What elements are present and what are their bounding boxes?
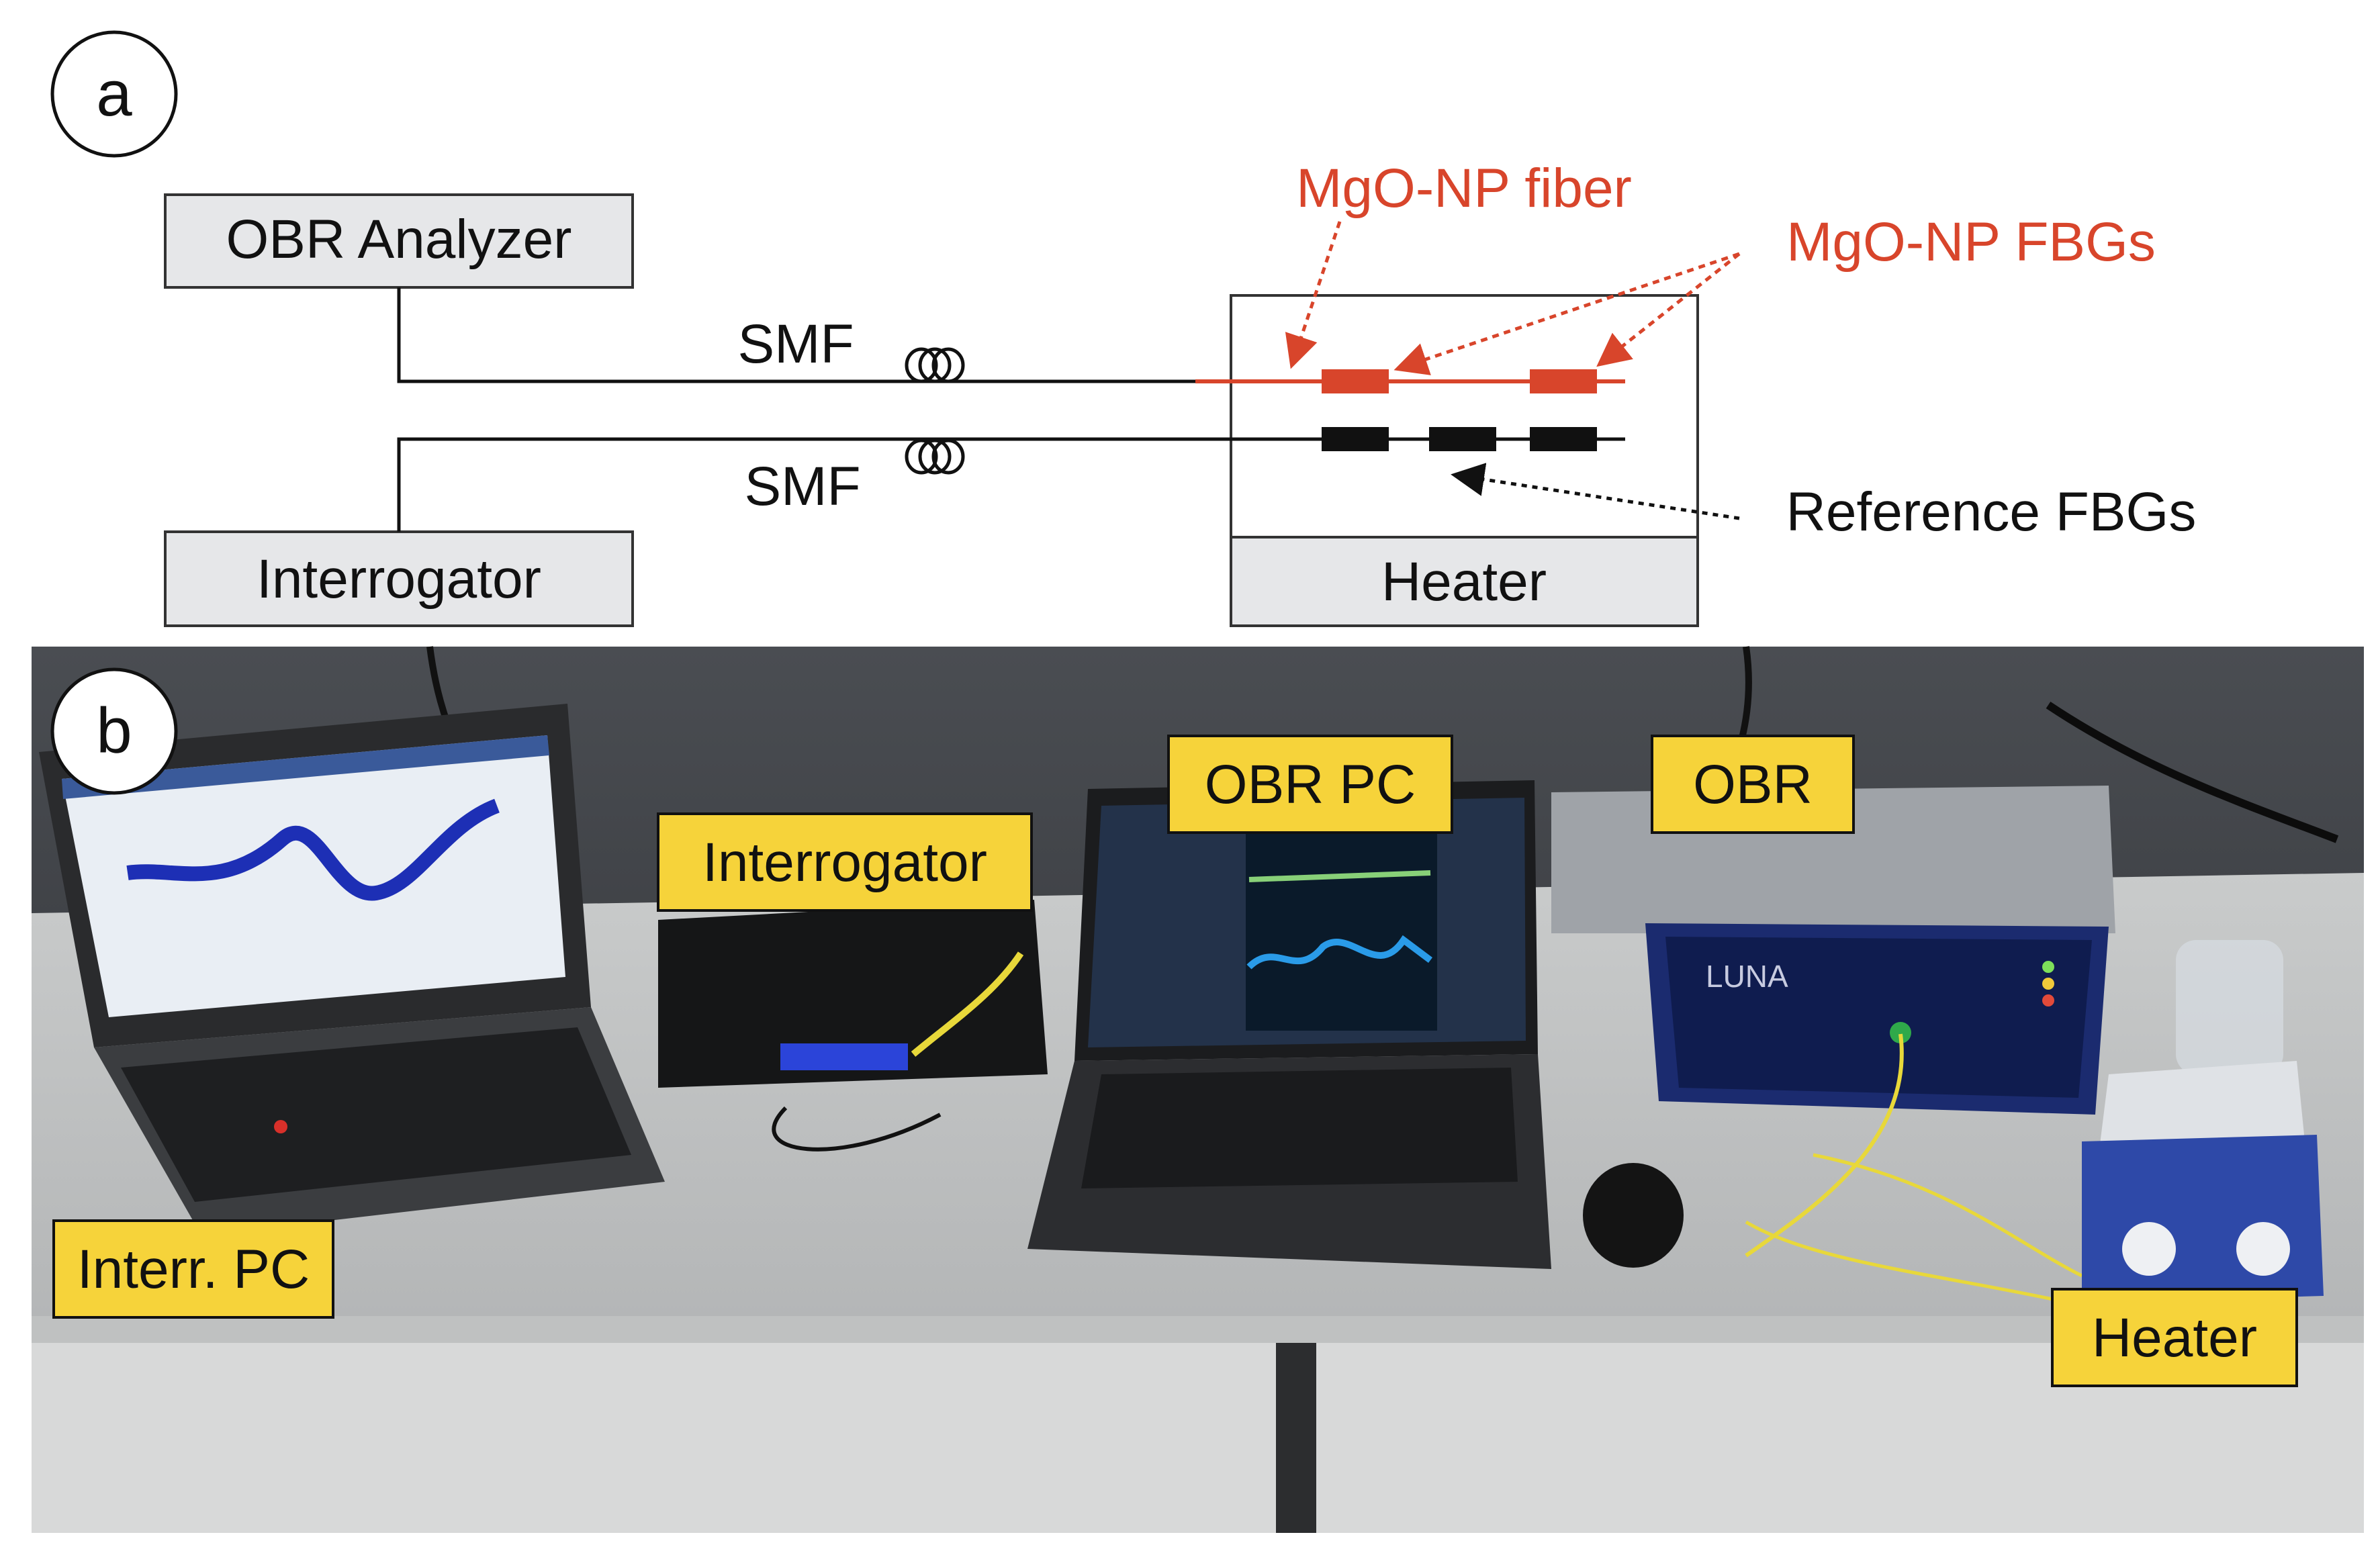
obr-analyzer-box: OBR Analyzer [164, 193, 634, 289]
smf-coil-top [905, 347, 965, 383]
panel-marker-b-text: b [96, 695, 132, 767]
interrogator-label: Interrogator [257, 549, 541, 610]
mgo-fiber-arrow [1285, 221, 1342, 369]
desk-front [32, 1316, 2364, 1533]
reference-fbg-1 [1322, 427, 1389, 451]
obr-fiber-path: SMF [397, 287, 1625, 393]
tag-obr-pc: OBR PC [1167, 735, 1453, 834]
interrogator-device [658, 900, 1048, 1152]
tag-obr-text: OBR [1693, 754, 1813, 815]
panel-marker-a: a [50, 30, 178, 158]
tag-interr-pc-text: Interr. PC [77, 1239, 310, 1300]
obr-pc-laptop [1027, 780, 1551, 1269]
smf-coil-bottom [905, 438, 965, 475]
reference-fbgs-arrow [1451, 463, 1740, 520]
panel-marker-b: b [50, 667, 178, 795]
reference-fbg-2 [1429, 427, 1496, 451]
tag-heater-text: Heater [2092, 1307, 2257, 1368]
reference-fbg-3 [1530, 427, 1597, 451]
tag-interrogator: Interrogator [657, 812, 1033, 912]
smf-bottom-label: SMF [744, 456, 860, 517]
interr-pc-laptop [39, 704, 665, 1235]
reference-fbgs-label: Reference FBGs [1786, 481, 2197, 543]
panel-marker-a-text: a [96, 58, 132, 130]
tag-interrogator-text: Interrogator [702, 832, 987, 893]
laptop-screen-waveform [126, 798, 500, 901]
mgo-fbg-arrow-2 [1596, 252, 1741, 367]
heater-plate-device [2082, 940, 2324, 1303]
smf-top-label: SMF [737, 314, 854, 375]
panel-b-photo: LUNA b Interr. PC I [32, 646, 2364, 1533]
mgo-np-fbgs-label: MgO-NP FBGs [1786, 212, 2156, 273]
tag-interr-pc: Interr. PC [52, 1219, 334, 1319]
tag-obr: OBR [1651, 735, 1855, 834]
mouse [1583, 1163, 1684, 1268]
mgo-fbg-1 [1322, 369, 1389, 393]
tag-heater: Heater [2051, 1288, 2298, 1387]
mgo-np-fiber-label: MgO-NP fiber [1296, 158, 1632, 219]
panel-a-diagram: a OBR Analyzer Interrogator Heater [50, 30, 2197, 627]
heater-label: Heater [1381, 551, 1547, 612]
obr-analyzer-label: OBR Analyzer [226, 209, 572, 270]
luna-brand-text: LUNA [1706, 959, 1788, 994]
mgo-fbg-2 [1530, 369, 1597, 393]
tag-obr-pc-text: OBR PC [1205, 754, 1416, 815]
interrogator-box: Interrogator [164, 530, 634, 627]
heater-enclosure: Heater [1230, 294, 1699, 627]
interrogator-fiber-path: SMF [397, 427, 1625, 532]
